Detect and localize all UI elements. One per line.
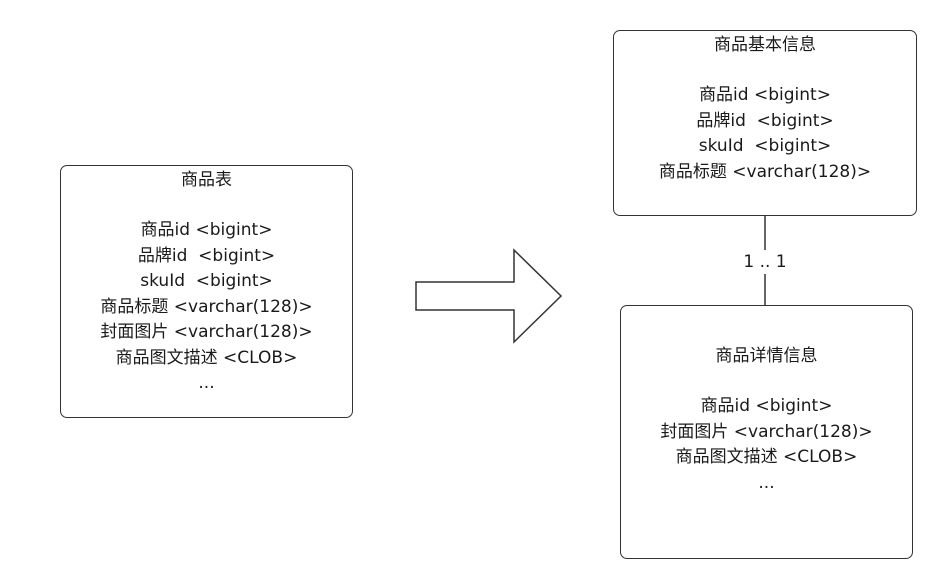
field-row: 商品标题 <varchar(128)> — [658, 161, 872, 182]
field-row: 商品图文描述 <CLOB> — [675, 447, 858, 467]
detail-info-table-fields: 商品id <bigint> 封面图片 <varchar(128)> 商品图文描述… — [621, 394, 912, 496]
field-row: 品牌id <bigint> — [696, 110, 834, 131]
field-row: 商品id <bigint> — [699, 85, 831, 105]
split-arrow — [415, 248, 563, 344]
relationship-label: 1 .. 1 — [735, 250, 795, 274]
detail-info-table-box: 商品详情信息 商品id <bigint> 封面图片 <varchar(128)>… — [620, 305, 913, 559]
product-table-title: 商品表 — [181, 170, 232, 190]
field-row: 商品图文描述 <CLOB> — [115, 347, 298, 368]
field-row: 商品id <bigint> — [140, 220, 273, 240]
basic-info-table-fields: 商品id <bigint> 品牌id <bigint> skuId <bigin… — [614, 83, 916, 185]
field-row: 商品标题 <varchar(128)> — [100, 296, 313, 317]
field-row: 商品id <bigint> — [700, 396, 833, 416]
detail-info-table-title: 商品详情信息 — [715, 346, 818, 366]
product-table-fields: 商品id <bigint> 品牌id <bigint> skuId <bigin… — [61, 218, 352, 397]
field-row: skuId <bigint> — [698, 136, 832, 156]
field-row: 品牌id <bigint> — [137, 245, 276, 266]
field-row: ... — [758, 472, 775, 493]
field-row: ... — [198, 373, 215, 393]
field-row: 封面图片 <varchar(128)> — [100, 322, 313, 342]
product-table-box: 商品表 商品id <bigint> 品牌id <bigint> skuId <b… — [60, 165, 353, 418]
basic-info-table-title: 商品基本信息 — [714, 35, 816, 55]
field-row: skuId <bigint> — [140, 271, 273, 291]
basic-info-table-box: 商品基本信息 商品id <bigint> 品牌id <bigint> skuId… — [613, 30, 917, 216]
field-row: 封面图片 <varchar(128)> — [660, 421, 873, 442]
